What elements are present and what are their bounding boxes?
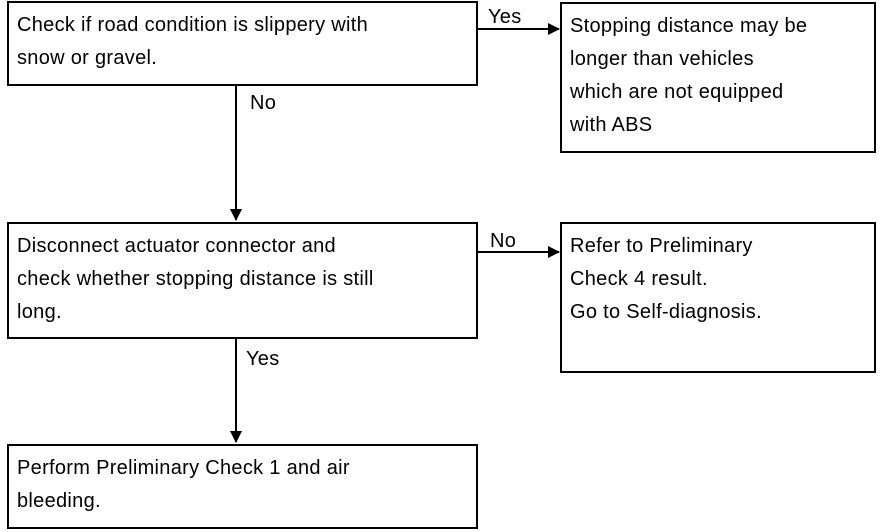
result-box-self-diagnosis: Refer to Preliminary Check 4 result. Go … bbox=[560, 222, 876, 373]
decision-box-road-condition: Check if road condition is slippery with… bbox=[7, 1, 478, 86]
box-text-line: with ABS bbox=[570, 114, 653, 136]
box-text-line: Go to Self-diagnosis. bbox=[570, 301, 762, 323]
box-text-line: long. bbox=[17, 301, 62, 323]
box-text-line: Stopping distance may be bbox=[570, 15, 808, 37]
box-text-line: check whether stopping distance is still bbox=[17, 268, 374, 290]
box-text-line: bleeding. bbox=[17, 490, 101, 512]
box-text-line: Check 4 result. bbox=[570, 268, 708, 290]
box-text-line: Perform Preliminary Check 1 and air bbox=[17, 457, 350, 479]
label-no-1: No bbox=[250, 92, 277, 114]
box-text-line: Check if road condition is slippery with bbox=[17, 14, 369, 36]
box-text-line: snow or gravel. bbox=[17, 47, 158, 69]
box-text-line: Refer to Preliminary bbox=[570, 235, 753, 257]
label-no-2: No bbox=[490, 230, 517, 252]
box-text-line: longer than vehicles bbox=[570, 48, 754, 70]
box-text-line: which are not equipped bbox=[570, 81, 784, 103]
label-yes-2: Yes bbox=[246, 348, 280, 370]
box-text-line: Disconnect actuator connector and bbox=[17, 235, 336, 257]
decision-box-actuator: Disconnect actuator connector and check … bbox=[7, 222, 478, 339]
action-box-preliminary-check: Perform Preliminary Check 1 and air blee… bbox=[7, 444, 478, 529]
result-box-stopping-distance: Stopping distance may be longer than veh… bbox=[560, 2, 876, 153]
label-yes-1: Yes bbox=[488, 6, 522, 28]
